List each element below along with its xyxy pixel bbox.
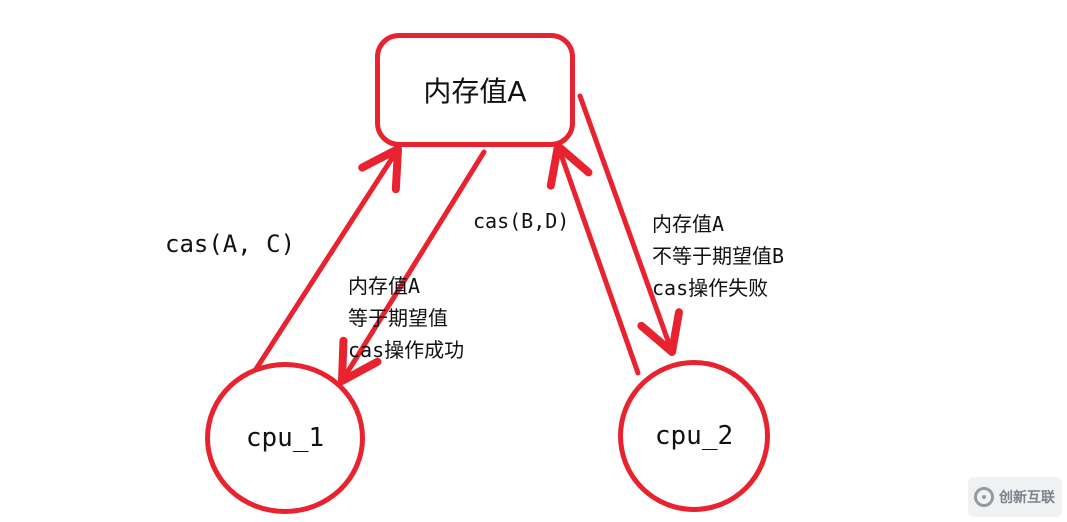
memory-value-node: 内存值A xyxy=(375,33,575,147)
cpu1-node: cpu_1 xyxy=(205,362,365,514)
edge-memory-to-cpu1 xyxy=(338,149,487,385)
cpu2-node: cpu_2 xyxy=(618,360,770,512)
watermark-text: 创新互联 xyxy=(999,490,1055,506)
cpu2-label: cpu_2 xyxy=(654,421,734,451)
edge-cpu2-to-memory xyxy=(546,142,641,376)
watermark-logo: 创新互联 xyxy=(968,477,1062,517)
fail-line-2: 不等于期望值B xyxy=(652,244,785,268)
edge-memory-to-cpu2 xyxy=(577,93,683,356)
success-line-3: cas操作成功 xyxy=(348,338,465,362)
cpu1-label: cpu_1 xyxy=(245,423,325,453)
cas-success-note: 内存值A 等于期望值 cas操作成功 xyxy=(348,270,464,366)
cas-bd-label: cas(B,D) xyxy=(473,209,570,233)
success-line-2: 等于期望值 xyxy=(348,306,448,330)
success-line-1: 内存值A xyxy=(348,274,421,298)
fail-line-1: 内存值A xyxy=(652,212,725,236)
cas-ac-label: cas(A, C) xyxy=(165,230,296,258)
logo-icon xyxy=(974,487,994,507)
fail-line-3: cas操作失败 xyxy=(652,276,769,300)
cas-fail-note: 内存值A 不等于期望值B cas操作失败 xyxy=(652,208,784,304)
memory-value-label: 内存值A xyxy=(423,75,527,108)
edge-cpu1-to-memory xyxy=(253,145,402,372)
